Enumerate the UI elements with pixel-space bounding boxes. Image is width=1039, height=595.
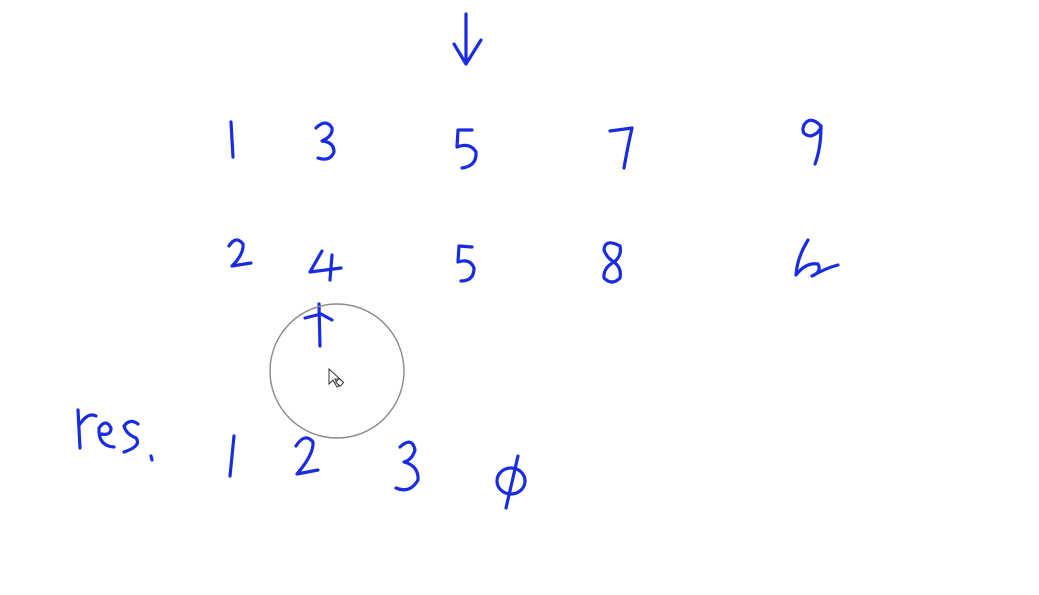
- res-digit-1: [228, 434, 236, 478]
- row2-digit-8: [602, 241, 622, 284]
- row2-digit-2: [227, 238, 253, 268]
- row-2: [227, 238, 840, 284]
- res-digit-4-crossed: [495, 454, 527, 510]
- row1-digit-5: [455, 128, 478, 170]
- svg-text:1: 1: [0, 0, 10, 4]
- up-pointer-mark: [303, 302, 334, 348]
- row-1: 1: [0, 0, 823, 170]
- down-arrow-icon: [452, 12, 483, 66]
- row2-digit-4: [308, 249, 343, 282]
- row1-digit-3: [314, 121, 336, 161]
- row1-digit-9: [801, 118, 823, 166]
- row2-digit-5: [456, 244, 476, 283]
- row2-digit-6: [794, 238, 840, 278]
- res-digit-2: [294, 436, 320, 476]
- eraser-cursor-icon[interactable]: [269, 303, 405, 439]
- row1-digit-7: [608, 126, 634, 170]
- res-values: [228, 434, 527, 510]
- res-digit-3: [394, 440, 420, 492]
- row1-digit-1: 1: [0, 0, 235, 159]
- res-label-handwriting: [76, 408, 154, 462]
